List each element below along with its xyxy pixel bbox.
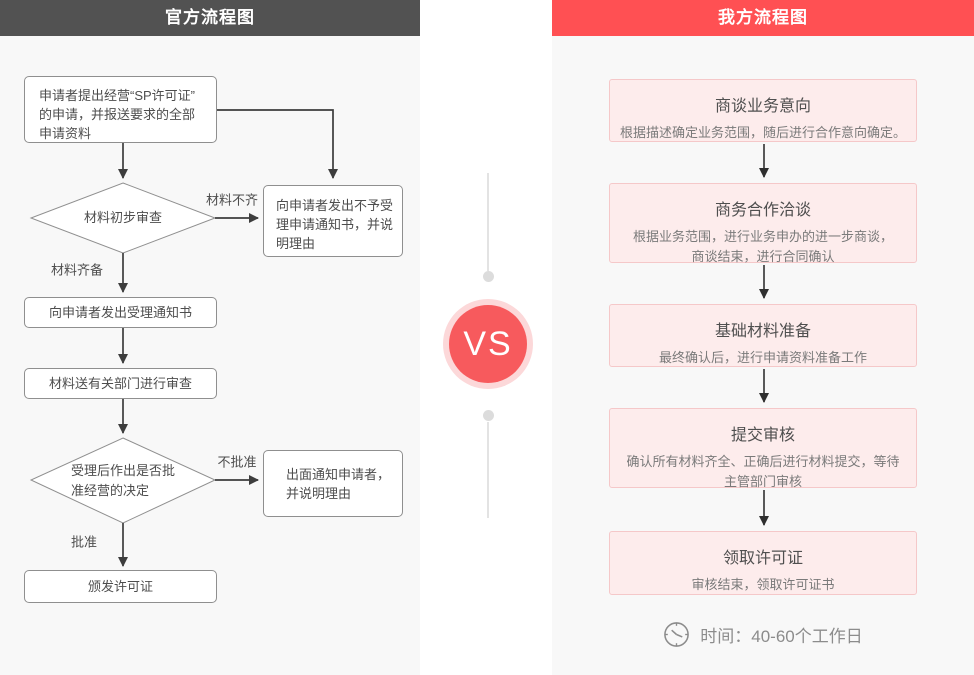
divider-dot-top (483, 271, 494, 282)
node-issue-license: 颁发许可证 (24, 570, 217, 603)
duration-note: 时间：40-60个工作日 (552, 621, 974, 648)
clock-icon (664, 622, 690, 647)
official-flow-title: 官方流程图 (0, 0, 420, 36)
step-submit-review: 提交审核 确认所有材料齐全、正确后进行材料提交，等待 主管部门审核 (609, 408, 917, 489)
arrow-apply-to-reject (217, 109, 338, 179)
step-title: 基础材料准备 (714, 323, 811, 340)
node-decision: 受理后作出是否批 准经营的决定 (70, 463, 176, 498)
official-flow-panel: 官方流程图 申请者提出经营“SP许可证” 的申请，并报送要求的全部 申请资料 材… (0, 0, 420, 675)
vs-badge: VS (449, 305, 527, 383)
node-accept-notice: 向申请者发出受理通知书 (24, 297, 217, 328)
edge-label-complete: 材料齐备 (50, 262, 104, 278)
divider-line-top (487, 173, 489, 271)
node-reject-notice: 向申请者发出不予受 理申请通知书，并说 明理由 (263, 185, 403, 257)
step-business-intent: 商谈业务意向 根据描述确定业务范围，随后进行合作意向确定。 (609, 79, 917, 142)
step-desc: 确认所有材料齐全、正确后进行材料提交，等待 主管部门审核 (626, 454, 900, 489)
step-desc: 最终确认后，进行申请资料准备工作 (658, 350, 867, 365)
edge-label-incomplete: 材料不齐 (205, 192, 259, 208)
edge-label-approved: 批准 (70, 534, 98, 550)
step-desc: 根据描述确定业务范围，随后进行合作意向确定。 (619, 125, 906, 140)
node-deny-notice: 出面通知申请者， 并说明理由 (263, 450, 403, 517)
step-title: 商务合作洽谈 (714, 202, 811, 219)
edge-label-not-approved: 不批准 (217, 454, 257, 470)
step-title: 提交审核 (730, 427, 795, 444)
node-dept-review: 材料送有关部门进行审查 (24, 368, 217, 399)
step-cooperation-talks: 商务合作洽谈 根据业务范围，进行业务申办的进一步商谈， 商谈结束，进行合同确认 (609, 183, 917, 264)
step-material-preparation: 基础材料准备 最终确认后，进行申请资料准备工作 (609, 304, 917, 367)
our-flow-title: 我方流程图 (552, 0, 974, 36)
divider-line-bottom (487, 422, 489, 518)
step-get-license: 领取许可证 审核结束，领取许可证书 (609, 531, 917, 595)
node-initial-review: 材料初步审查 (83, 210, 163, 225)
step-title: 商谈业务意向 (714, 98, 811, 115)
our-flow-panel: 我方流程图 商谈业务意向 根据描述确定业务范围，随后进行合作意向确定。 商务合作… (552, 0, 974, 675)
node-apply: 申请者提出经营“SP许可证” 的申请，并报送要求的全部 申请资料 (24, 76, 217, 143)
divider-dot-bottom (483, 410, 494, 421)
step-desc: 审核结束，领取许可证书 (691, 577, 835, 592)
duration-text: 时间：40-60个工作日 (700, 627, 863, 646)
step-title: 领取许可证 (722, 550, 803, 567)
step-desc: 根据业务范围，进行业务申办的进一步商谈， 商谈结束，进行合同确认 (632, 229, 893, 264)
